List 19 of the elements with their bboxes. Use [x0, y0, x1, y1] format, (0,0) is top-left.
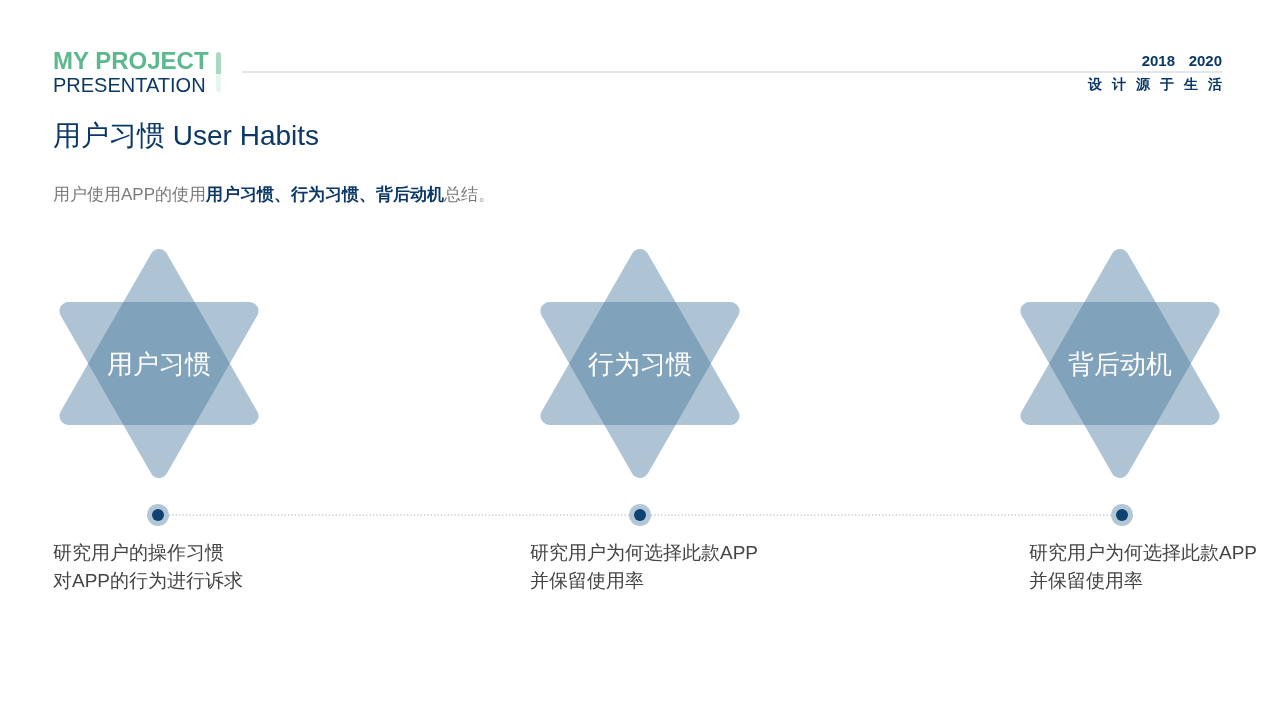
description-text: 并保留使用率 [1029, 569, 1143, 593]
timeline-dot-icon [1111, 504, 1133, 526]
brand-heading: MY PROJECT [53, 47, 209, 75]
hexagram-label: 行为习惯 [587, 348, 693, 380]
year-text: 2018 [1141, 52, 1175, 70]
description-text: 研究用户为何选择此款APP [530, 541, 759, 565]
hexagram-label: 用户习惯 [106, 348, 212, 380]
intro-text: 用户使用APP的使用用户习惯、行为习惯、背后动机总结。 [53, 184, 496, 206]
page-title: 用户习惯 User Habits [53, 119, 320, 153]
year-text: 2020 [1188, 52, 1222, 70]
description-text: 研究用户为何选择此款APP [1029, 541, 1258, 565]
description-text: 并保留使用率 [530, 569, 644, 593]
description-text: 研究用户的操作习惯 [53, 541, 224, 565]
timeline-dot-icon [629, 504, 651, 526]
hexagram-label: 背后动机 [1067, 348, 1173, 380]
brand-subheading: PRESENTATION [53, 73, 206, 97]
slogan-text: 设计源于生活 [1088, 75, 1232, 93]
timeline-dot-icon [147, 504, 169, 526]
description-text: 对APP的行为进行诉求 [53, 569, 244, 593]
